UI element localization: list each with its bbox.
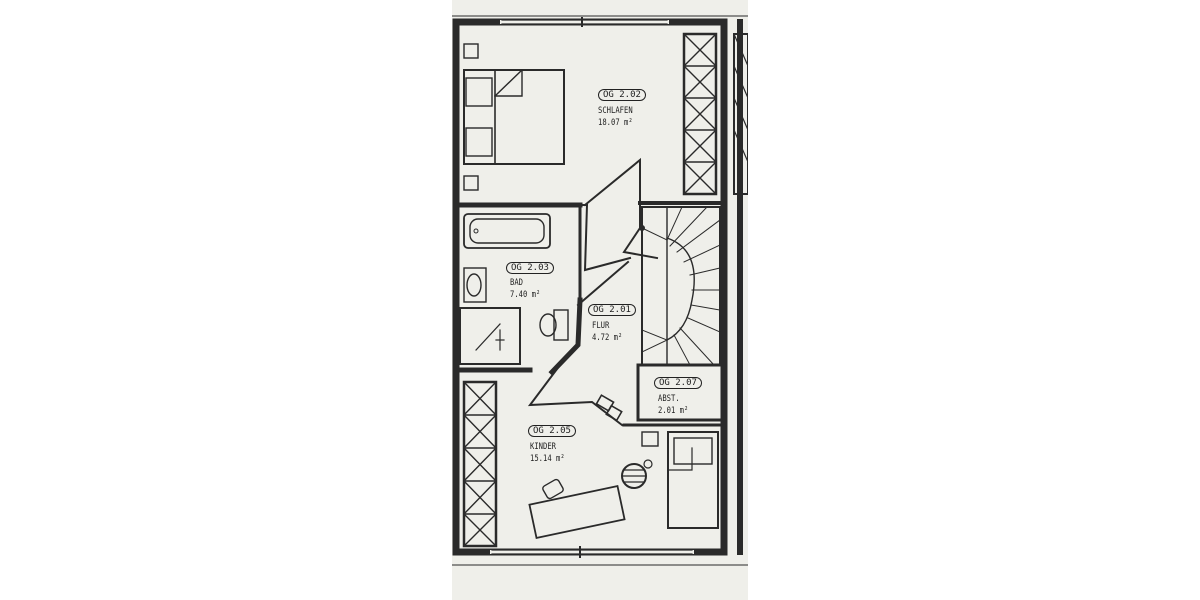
wall-abst <box>636 363 726 422</box>
single-bed <box>667 431 719 529</box>
desk-chair <box>542 478 564 500</box>
nightstand-bottom <box>463 175 479 191</box>
room-area-abst: 2.01 m² <box>658 406 689 416</box>
washbasin <box>463 267 487 303</box>
floor-plan-drawing <box>452 15 748 566</box>
neighbour-wardrobe <box>733 33 748 195</box>
room-name-abst: ABST. <box>658 394 680 404</box>
room-tag-bad: OG 2.03 <box>506 262 554 274</box>
room-tag-kinder: OG 2.05 <box>528 425 576 437</box>
wardrobe-schlafen <box>682 32 718 196</box>
room-name-kinder: KINDER <box>530 442 557 452</box>
bathtub <box>463 213 551 249</box>
room-tag-abst: OG 2.07 <box>654 377 702 389</box>
room-area-bad: 7.40 m² <box>510 290 541 300</box>
nightstand-kinder <box>641 431 659 447</box>
room-name-schlafen: SCHLAFEN <box>598 106 633 116</box>
toilet <box>553 309 569 341</box>
round-object <box>621 463 647 489</box>
flur-outline-top <box>583 157 659 260</box>
floor-plan-sheet: OG 2.02 SCHLAFEN 18.07 m² OG 2.03 BAD 7.… <box>452 0 748 600</box>
room-name-bad: BAD <box>510 278 524 288</box>
room-tag-schlafen: OG 2.02 <box>598 89 646 101</box>
room-name-flur: FLUR <box>592 321 610 331</box>
nightstand-top <box>463 43 479 59</box>
room-area-flur: 4.72 m² <box>592 333 623 343</box>
staircase <box>641 206 721 366</box>
wall-bad-diagonal <box>548 297 583 376</box>
room-tag-flur: OG 2.01 <box>588 304 636 316</box>
desk <box>528 484 626 540</box>
double-bed <box>463 69 565 165</box>
room-area-schlafen: 18.07 m² <box>598 118 633 128</box>
wardrobe-kinder <box>462 380 498 548</box>
room-area-kinder: 15.14 m² <box>530 454 565 464</box>
shower <box>459 307 521 365</box>
